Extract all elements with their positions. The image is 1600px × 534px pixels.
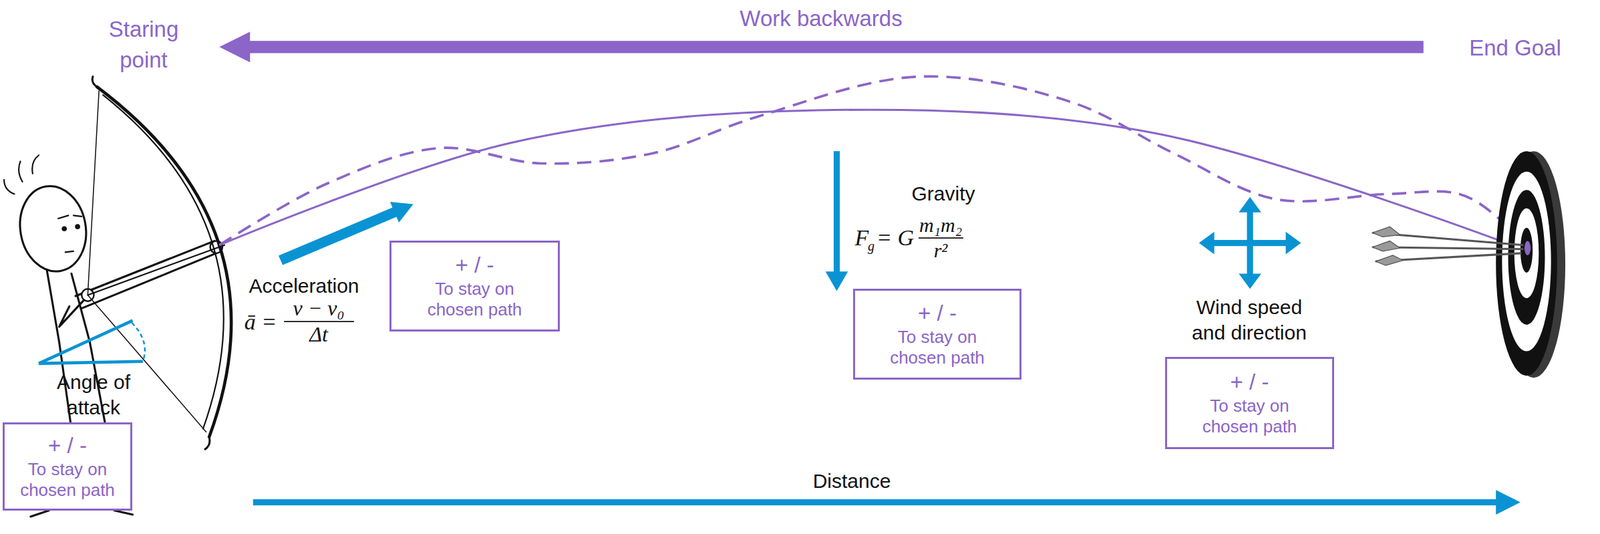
archer-brows [58,215,82,219]
adjustment-box: + / -To stay on chosen path [1165,356,1335,449]
target-ring [1520,227,1533,273]
angle-arc [131,322,145,362]
archer-draw-arm [59,297,87,327]
adjustment-note: To stay on chosen path [421,278,529,320]
actual-path [219,76,1526,250]
formula-part: = G [876,223,914,253]
stuck-arrows [1372,226,1524,266]
adjustment-sign: + / - [48,432,87,459]
adjustment-sign: + / - [917,299,957,327]
arrow-fletching [1375,255,1403,266]
angle-base [38,361,143,364]
formula-denominator: r² [933,237,948,264]
archer-eye [61,225,67,232]
angle-of-attack-mark [38,320,145,364]
hair-strokes [4,154,39,194]
adjustment-box: + / -To stay on chosen path [389,240,560,332]
trajectories [219,76,1526,250]
bullseye [1524,241,1531,256]
adjustment-note: To stay on chosen path [1196,395,1304,437]
arrow-shaft [1247,210,1254,276]
goal-label: End Goal [1469,34,1562,62]
formula-numerator: v − v₀ [292,294,345,322]
angle-line [38,320,133,364]
arrow-head [219,31,250,63]
target [1495,150,1566,378]
arrow-fletching [1372,226,1400,237]
arrow-shaft [253,499,1498,506]
arrow-head [825,271,849,291]
arrow-head [1238,273,1262,289]
target-ring [1501,171,1551,352]
adjustment-box: + / -To stay on chosen path [2,422,133,511]
archer-front-arm [75,241,217,309]
formula-denominator: Δt [309,320,329,348]
target-ring [1508,189,1546,325]
adjustment-note: To stay on chosen path [14,458,121,501]
arrow-fletching [1372,241,1400,252]
archer-mouth [65,251,74,253]
axis-label: Distance [813,468,892,494]
parameter-label: Angle of attack [43,369,144,420]
chosen-path [219,109,1526,250]
adjustment-sign: + / - [1230,368,1270,396]
adjustment-note: To stay on chosen path [883,326,991,369]
parameter-label: Gravity [911,181,975,207]
arrow-head [1199,231,1215,255]
arrow-shaft [833,150,840,274]
gravity-arrow [825,150,849,291]
adjustment-box: + / -To stay on chosen path [853,288,1022,380]
fraction-bar [283,320,355,323]
wind-arrows [1199,197,1302,289]
parameter-label: Acceleration [248,273,359,299]
adjustment-sign: + / - [455,251,495,279]
arrow-head [1286,231,1302,255]
parameter-label: Wind speed and direction [1181,294,1319,345]
archer-head [13,181,93,277]
arrow-head [1238,197,1262,213]
work-backwards-arrow [219,31,1423,63]
target-ring [1495,150,1558,376]
formula-subscript: g [867,237,875,255]
direction-label: Work backwards [739,4,902,33]
arrow-head [1495,489,1521,515]
formula-part: ā = [244,307,277,337]
fraction-bar [918,237,964,239]
distance-arrow [253,489,1521,515]
start-label: Staring point [90,14,198,76]
archer-eye [74,223,81,230]
arrow-shaft [247,40,1424,53]
formula-numerator: m₁m₂ [919,212,963,238]
nocked-arrow [87,245,225,296]
formula-part: F [855,223,870,253]
bow-tips [92,76,210,450]
